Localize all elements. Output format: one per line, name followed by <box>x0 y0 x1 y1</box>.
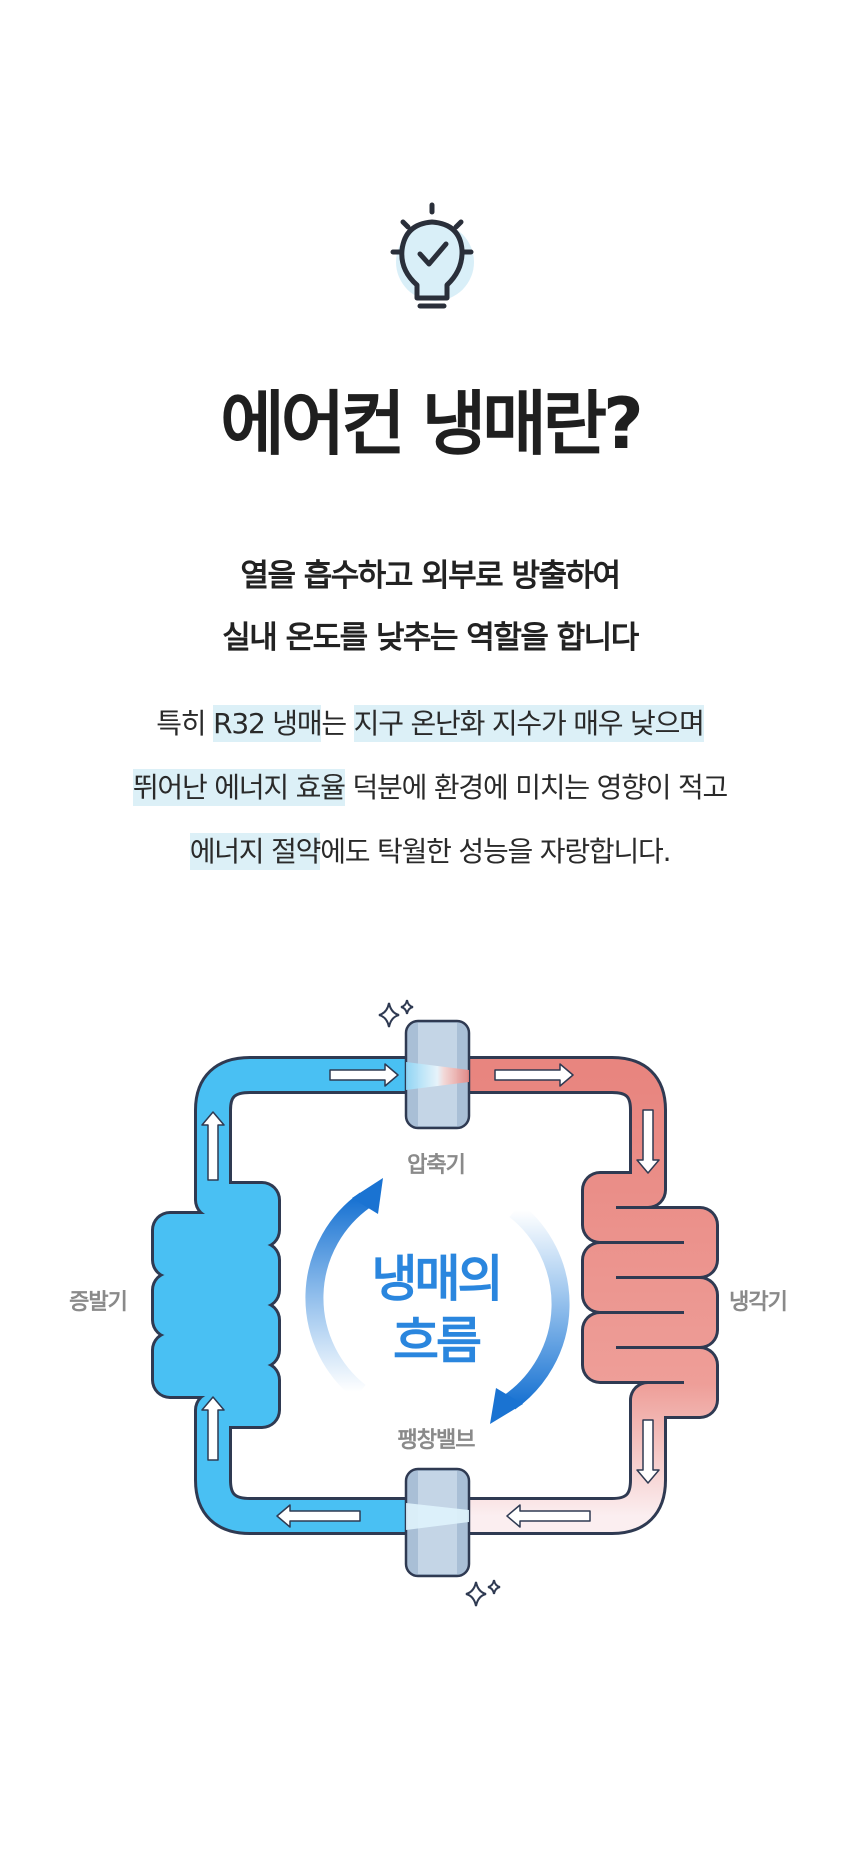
highlighted-text: 지구 온난화 지수가 매우 낮으며 <box>353 705 705 742</box>
flow-arrow-right-head <box>490 1388 523 1424</box>
highlighted-text: R32 냉매 <box>213 705 323 742</box>
subtitle-line-2: 실내 온도를 낮추는 역할을 합니다 <box>222 620 639 656</box>
body-line-1: 특히 R32 냉매는 지구 온난화 지수가 매우 낮으며 <box>0 702 860 742</box>
label-condenser: 냉각기 <box>729 1290 787 1315</box>
highlighted-text: 에너지 절약 <box>189 833 321 870</box>
label-expansion-valve: 팽창밸브 <box>398 1428 476 1453</box>
body-line-3: 에너지 절약에도 탁월한 성능을 자랑합니다. <box>0 830 860 870</box>
sparkle-icon <box>378 999 501 1607</box>
center-title-1: 냉매의 <box>372 1250 501 1308</box>
flow-arrow-left-head <box>352 1178 383 1214</box>
text-segment: 특히 <box>156 707 214 740</box>
highlighted-text: 뛰어난 에너지 효율 <box>132 769 346 806</box>
label-evaporator: 증발기 <box>69 1290 127 1315</box>
flow-arrow-right <box>504 1202 570 1410</box>
flow-arrow-left <box>305 1192 371 1400</box>
body-line-2: 뛰어난 에너지 효율 덕분에 환경에 미치는 영향이 적고 <box>0 766 860 806</box>
lightbulb-check-icon <box>390 202 474 309</box>
page-title: 에어컨 냉매란? <box>220 383 643 465</box>
text-segment: 덕분에 환경에 미치는 영향이 적고 <box>344 771 728 804</box>
subtitle-line-1: 열을 흡수하고 외부로 방출하여 <box>240 558 621 594</box>
center-title-2: 흐름 <box>393 1312 481 1370</box>
label-compressor: 압축기 <box>407 1153 465 1178</box>
text-segment: 는 <box>321 707 354 740</box>
text-segment: 에도 탁월한 성능을 자랑합니다. <box>320 835 671 868</box>
